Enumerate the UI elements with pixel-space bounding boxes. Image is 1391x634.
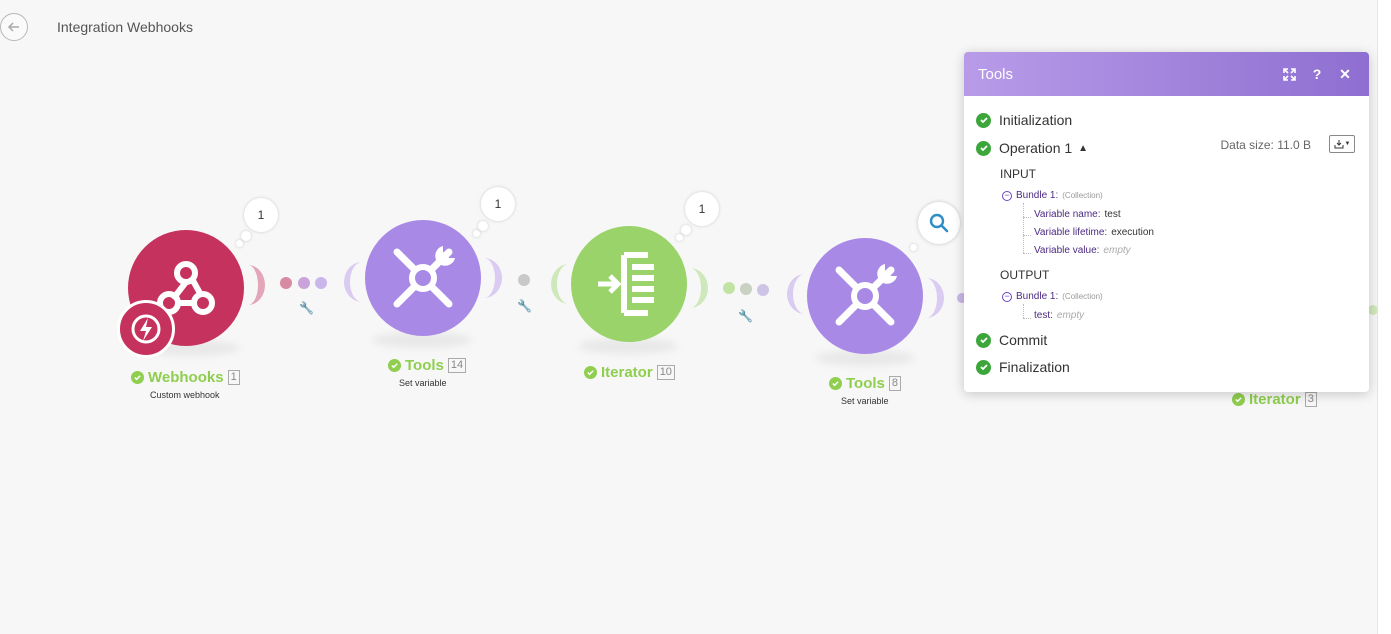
inspect-bubble[interactable]	[918, 202, 960, 244]
caret-up-icon[interactable]: ▲	[1078, 142, 1089, 154]
node-id: 8	[888, 376, 902, 391]
node-label: Webhooks 1	[131, 369, 240, 386]
iterator-module[interactable]	[571, 226, 687, 342]
tree-line	[1023, 318, 1031, 319]
node-id: 3	[1304, 392, 1317, 407]
check-icon	[388, 359, 401, 372]
lightning-icon	[131, 314, 161, 344]
bundle-type: (Collection)	[1062, 292, 1103, 301]
input-field: Variable value:empty	[1034, 245, 1131, 256]
step-operation[interactable]: Operation 1 ▲	[976, 140, 1088, 156]
tools-icon	[393, 246, 455, 308]
check-icon	[829, 377, 842, 390]
operations-count-bubble[interactable]: 1	[481, 187, 515, 221]
node-label: Iterator 3	[1232, 391, 1317, 408]
node-name: Tools	[846, 375, 885, 392]
success-icon	[976, 112, 991, 128]
output-section-label: OUTPUT	[1000, 268, 1050, 282]
step-label: Commit	[999, 332, 1048, 348]
node-label: Iterator 10	[584, 364, 675, 381]
tree-line	[1023, 304, 1024, 318]
help-icon[interactable]: ?	[1312, 66, 1322, 82]
step-finalization[interactable]: Finalization	[976, 359, 1070, 375]
node-id: 1	[227, 370, 240, 385]
node-name: Iterator	[1249, 391, 1301, 408]
thought-dot	[681, 225, 691, 235]
bundle-label: Bundle 1:	[1016, 291, 1059, 302]
tools-module[interactable]	[807, 238, 923, 354]
step-label: Initialization	[999, 112, 1073, 128]
operations-count-bubble[interactable]: 1	[244, 198, 278, 232]
step-label: Operation 1	[999, 140, 1073, 156]
bundle-label: Bundle 1:	[1016, 190, 1059, 201]
bundle-type: (Collection)	[1062, 191, 1103, 200]
node-id: 14	[447, 358, 467, 373]
check-icon	[131, 371, 144, 384]
data-size: Data size: 11.0 B	[1220, 138, 1312, 152]
panel-title: Tools	[978, 65, 1014, 83]
success-icon	[976, 140, 991, 156]
check-icon	[1232, 393, 1245, 406]
thought-dot	[478, 221, 488, 231]
collapse-icon[interactable]: −	[1002, 190, 1012, 201]
output-field: test:empty	[1034, 310, 1085, 321]
tree-line	[1023, 203, 1024, 253]
node-shadow	[578, 338, 678, 354]
success-icon	[976, 332, 991, 348]
close-icon[interactable]: ✕	[1339, 65, 1351, 82]
node-shadow	[372, 332, 472, 348]
node-subtitle: Custom webhook	[150, 390, 220, 400]
step-label: Finalization	[999, 359, 1070, 375]
check-icon	[584, 366, 597, 379]
input-field: Variable lifetime:execution	[1034, 227, 1154, 238]
step-commit[interactable]: Commit	[976, 332, 1047, 348]
node-name: Iterator	[601, 364, 653, 381]
panel-header: Tools ? ✕	[964, 52, 1369, 96]
download-icon	[1334, 140, 1344, 149]
thought-dot	[676, 234, 683, 241]
success-icon	[976, 359, 991, 375]
step-initialization[interactable]: Initialization	[976, 112, 1072, 128]
tree-line	[1023, 217, 1031, 218]
back-button[interactable]	[0, 13, 28, 41]
scenario-title: Integration Webhooks	[57, 19, 193, 35]
instant-trigger-badge	[117, 300, 175, 358]
chevron-down-icon: ▼	[1344, 141, 1351, 147]
operation-inspector-panel: Tools ? ✕ Initialization Operation 1 ▲ D…	[964, 52, 1369, 392]
route-settings-wrench-icon[interactable]: 🔧	[738, 309, 753, 323]
arrow-left-icon	[7, 22, 19, 32]
input-bundle[interactable]: − Bundle 1: (Collection)	[1002, 190, 1103, 201]
expand-icon[interactable]	[1279, 64, 1299, 84]
collapse-icon[interactable]: −	[1002, 291, 1012, 302]
search-icon	[929, 213, 949, 233]
node-name: Tools	[405, 357, 444, 374]
node-name: Webhooks	[148, 369, 224, 386]
node-subtitle: Set variable	[399, 378, 447, 388]
download-button[interactable]: ▼	[1329, 135, 1355, 153]
thought-dot	[473, 230, 480, 237]
right-sidebar-edge	[1377, 0, 1391, 634]
tree-line	[1023, 235, 1031, 236]
output-bundle[interactable]: − Bundle 1: (Collection)	[1002, 291, 1103, 302]
tools-module[interactable]	[365, 220, 481, 336]
route-settings-wrench-icon[interactable]: 🔧	[517, 299, 532, 313]
thought-dot	[910, 244, 917, 251]
tree-line	[1023, 253, 1031, 254]
node-label: Tools 14	[388, 357, 467, 374]
route-settings-wrench-icon[interactable]: 🔧	[299, 301, 314, 315]
input-section-label: INPUT	[1000, 167, 1036, 181]
thought-dot	[241, 231, 251, 241]
node-subtitle: Set variable	[841, 396, 889, 406]
thought-dot	[236, 240, 243, 247]
node-id: 10	[656, 365, 675, 380]
iterator-icon	[598, 252, 654, 316]
node-label: Tools 8	[829, 375, 902, 392]
tools-icon	[835, 264, 897, 326]
input-field: Variable name:test	[1034, 209, 1121, 220]
node-shadow	[815, 350, 915, 366]
operations-count-bubble[interactable]: 1	[685, 192, 719, 226]
